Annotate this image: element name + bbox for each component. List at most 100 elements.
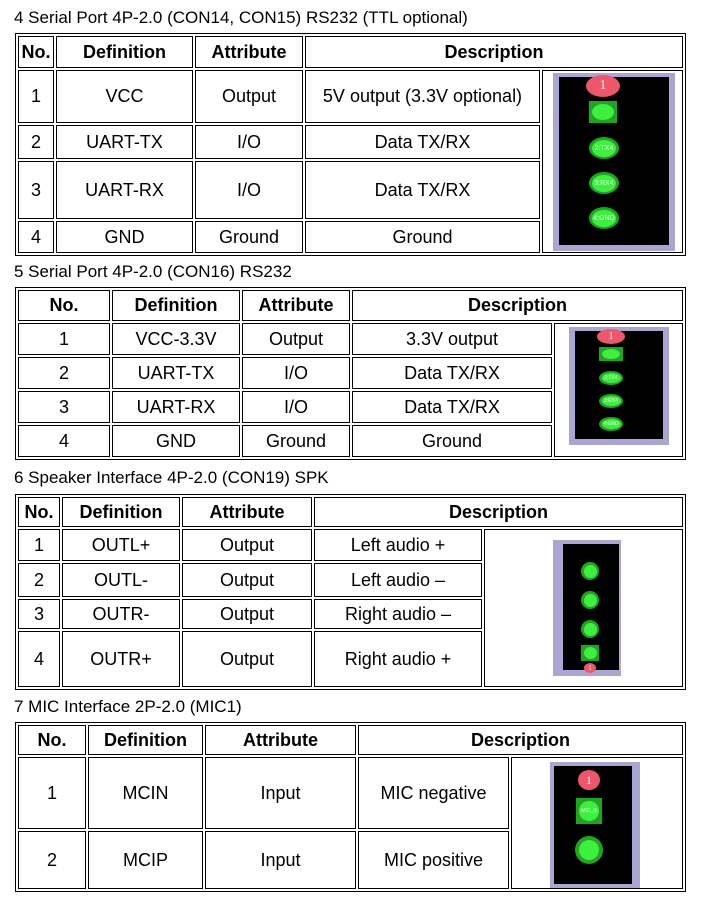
section-title: 6 Speaker Interface 4P-2.0 (CON19) SPK <box>14 468 329 487</box>
header-no: No. <box>18 497 60 527</box>
pin-square: MIC_N <box>576 798 602 824</box>
cell: 1 <box>18 529 60 561</box>
cell: Right audio + <box>314 631 482 687</box>
pin-square <box>589 101 617 123</box>
pin: 3:RX4 <box>589 172 619 194</box>
section-title: 7 MIC Interface 2P-2.0 (MIC1) <box>14 697 242 716</box>
connector-body: 1 <box>553 540 621 676</box>
cell: I/O <box>195 125 303 159</box>
cell: UART-TX <box>56 125 193 159</box>
cell: UART-TX <box>112 357 240 389</box>
pin <box>581 620 599 638</box>
cell: OUTL+ <box>62 529 180 561</box>
header-no: No. <box>18 725 86 755</box>
cell: 3 <box>18 599 60 629</box>
pin: 2:TX4 <box>589 137 619 159</box>
header-description: Description <box>305 36 683 68</box>
header-attribute: Attribute <box>195 36 303 68</box>
section-title: 4 Serial Port 4P-2.0 (CON14, CON15) RS23… <box>14 8 468 27</box>
connector-body: 1 2:TX4 3:RX4 4:GND <box>553 73 675 251</box>
cell: Output <box>182 529 312 561</box>
cell: Output <box>182 631 312 687</box>
cell: MCIP <box>88 831 203 889</box>
cell: 2 <box>18 125 54 159</box>
cell: Left audio – <box>314 563 482 597</box>
header-definition: Definition <box>62 497 180 527</box>
header-no: No. <box>18 290 110 321</box>
cell: UART-RX <box>112 391 240 423</box>
cell: Ground <box>242 425 350 457</box>
pin-square <box>599 347 623 361</box>
cell: OUTR- <box>62 599 180 629</box>
cell: Data TX/RX <box>352 357 552 389</box>
cell: 2 <box>18 831 86 889</box>
cell: Output <box>182 599 312 629</box>
pin1-marker: 1 <box>578 770 600 790</box>
cell: Output <box>182 563 312 597</box>
header-definition: Definition <box>56 36 193 68</box>
cell: 4 <box>18 425 110 457</box>
header-attribute: Attribute <box>182 497 312 527</box>
connector-image: 1 MIC_N <box>511 757 683 889</box>
cell: 1 <box>18 70 54 123</box>
cell: Input <box>205 831 356 889</box>
cell: 1 <box>18 757 86 829</box>
cell: 2 <box>18 563 60 597</box>
cell: I/O <box>195 161 303 219</box>
cell: Right audio – <box>314 599 482 629</box>
pin: 3:RX4 <box>599 394 623 408</box>
pin: 2:TX4 <box>599 371 623 385</box>
cell: 2 <box>18 357 110 389</box>
cell: Output <box>195 70 303 123</box>
cell: Ground <box>352 425 552 457</box>
connector-body: 1 MIC_N <box>550 762 640 888</box>
pin1-marker: 1 <box>586 75 620 97</box>
cell: VCC <box>56 70 193 123</box>
cell: I/O <box>242 391 350 423</box>
cell: Ground <box>305 221 540 253</box>
header-description: Description <box>358 725 683 755</box>
cell: GND <box>112 425 240 457</box>
cell: Data TX/RX <box>305 125 540 159</box>
pin-square <box>581 645 599 661</box>
header-definition: Definition <box>88 725 203 755</box>
cell: UART-RX <box>56 161 193 219</box>
cell: GND <box>56 221 193 253</box>
cell: Input <box>205 757 356 829</box>
cell: OUTR+ <box>62 631 180 687</box>
cell: 4 <box>18 631 60 687</box>
section-title: 5 Serial Port 4P-2.0 (CON16) RS232 <box>14 262 292 281</box>
connector-body: 1 2:TX4 3:RX4 4:GND <box>569 327 669 445</box>
header-definition: Definition <box>112 290 240 321</box>
cell: MCIN <box>88 757 203 829</box>
cell: 4 <box>18 221 54 253</box>
connector-image: 1 2:TX4 3:RX4 4:GND <box>554 323 683 457</box>
cell: Data TX/RX <box>352 391 552 423</box>
cell: 5V output (3.3V optional) <box>305 70 540 123</box>
pin: 4:GND <box>599 417 623 431</box>
header-no: No. <box>18 36 54 68</box>
header-attribute: Attribute <box>205 725 356 755</box>
cell: MIC positive <box>358 831 509 889</box>
header-description: Description <box>352 290 683 321</box>
cell: 3 <box>18 391 110 423</box>
connector-image: 1 2:TX4 3:RX4 4:GND <box>542 70 683 253</box>
cell: I/O <box>242 357 350 389</box>
cell: Data TX/RX <box>305 161 540 219</box>
cell: OUTL- <box>62 563 180 597</box>
pin <box>581 591 599 609</box>
cell: Ground <box>195 221 303 253</box>
pin1-marker: 1 <box>597 329 625 344</box>
cell: VCC-3.3V <box>112 323 240 355</box>
cell: Output <box>242 323 350 355</box>
cell: MIC negative <box>358 757 509 829</box>
pin <box>581 562 599 580</box>
cell: Left audio + <box>314 529 482 561</box>
pin <box>575 836 603 864</box>
header-attribute: Attribute <box>242 290 350 321</box>
cell: 3.3V output <box>352 323 552 355</box>
cell: 3 <box>18 161 54 219</box>
